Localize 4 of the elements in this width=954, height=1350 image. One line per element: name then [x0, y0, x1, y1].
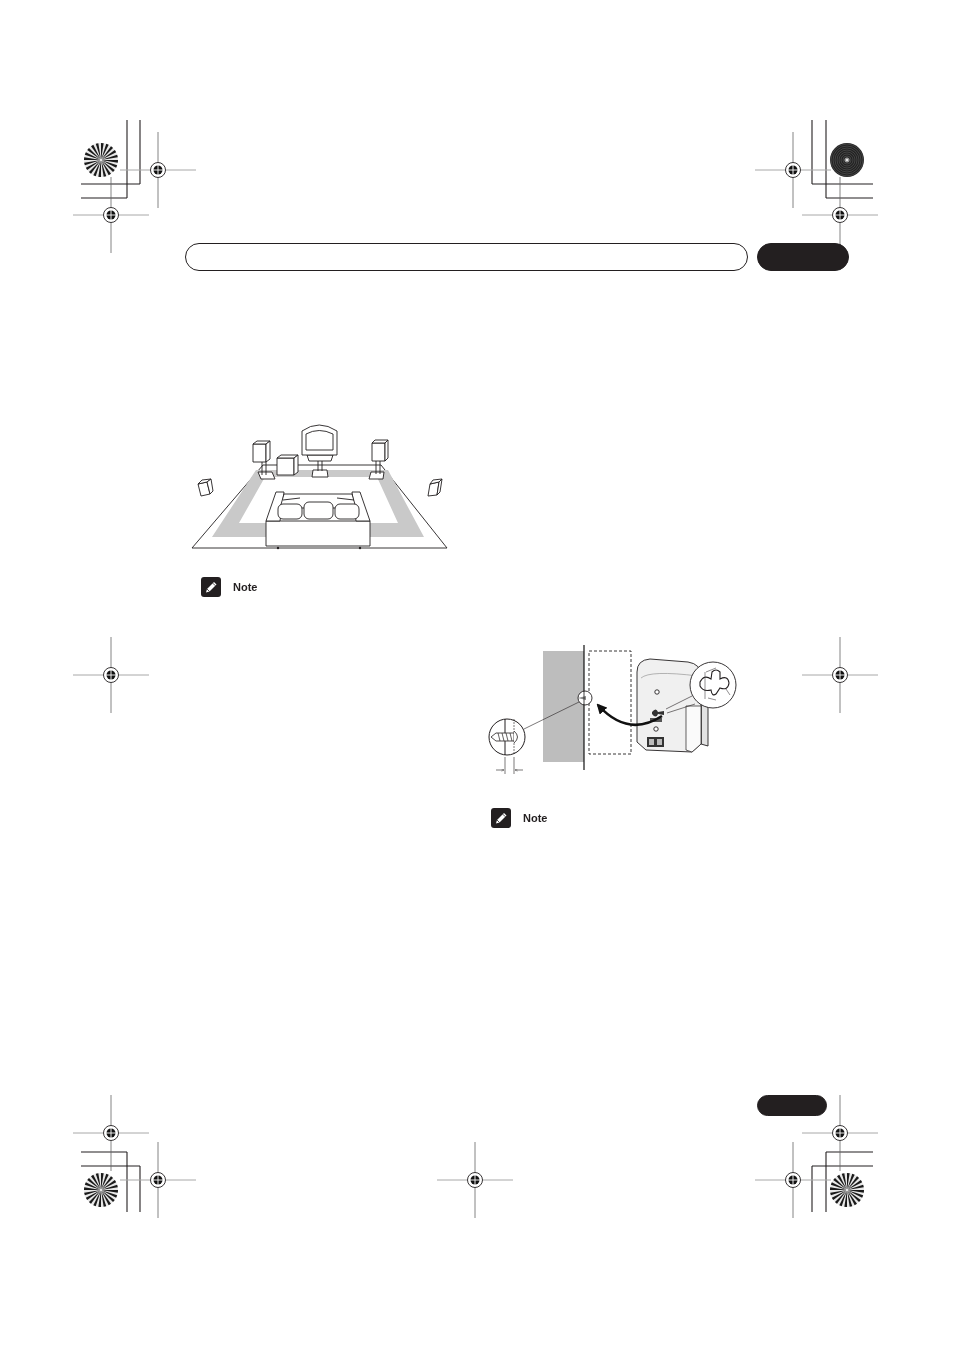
note-heading: Note	[233, 580, 258, 594]
chapter-tab	[757, 243, 849, 271]
note-heading: Note	[523, 811, 548, 825]
page-number-tab	[757, 1095, 827, 1116]
